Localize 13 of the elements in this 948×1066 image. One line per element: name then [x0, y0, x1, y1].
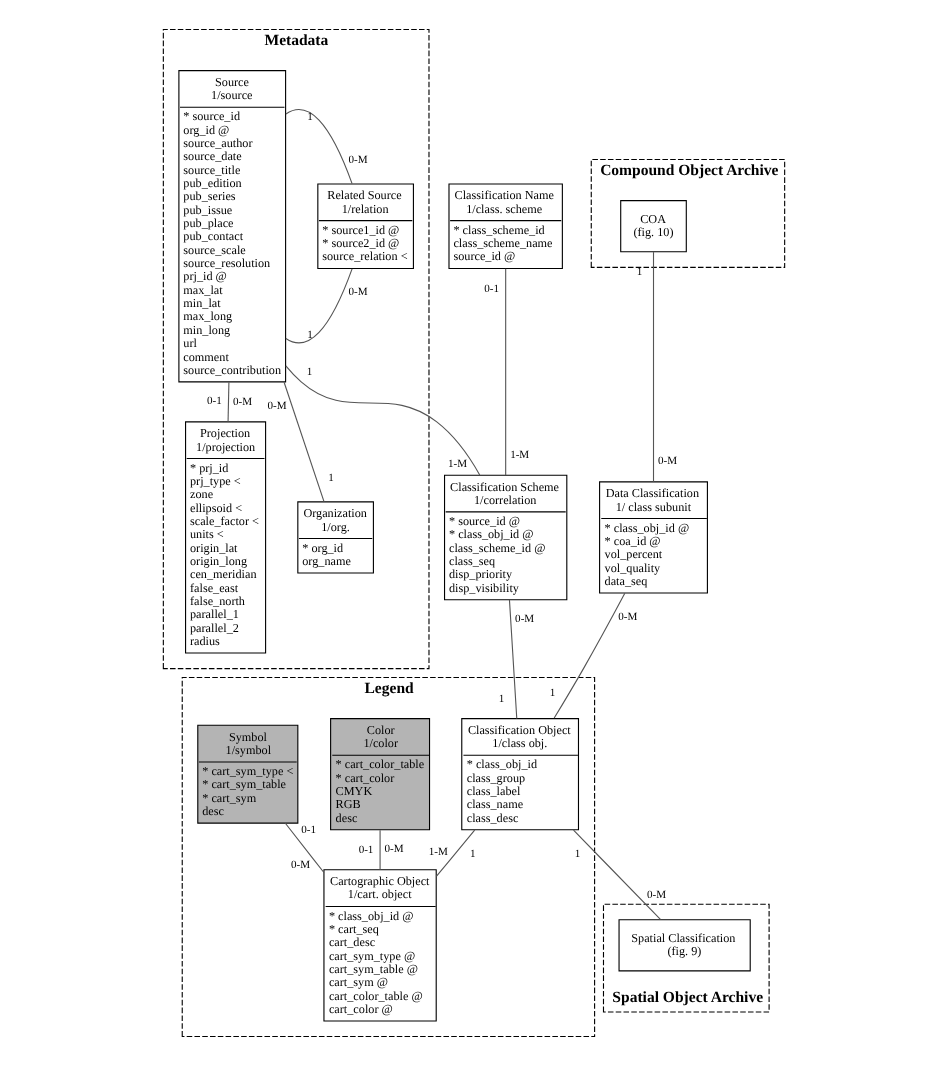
connector — [435, 829, 476, 877]
connector — [227, 381, 230, 423]
connector — [572, 829, 661, 920]
connector — [652, 251, 655, 483]
connector — [285, 109, 353, 185]
connector — [505, 268, 507, 476]
connector — [379, 829, 381, 871]
connector — [553, 592, 626, 719]
connector — [283, 381, 325, 503]
connector — [285, 365, 481, 476]
connector — [508, 599, 518, 720]
connector — [284, 822, 325, 874]
connector — [285, 268, 353, 344]
